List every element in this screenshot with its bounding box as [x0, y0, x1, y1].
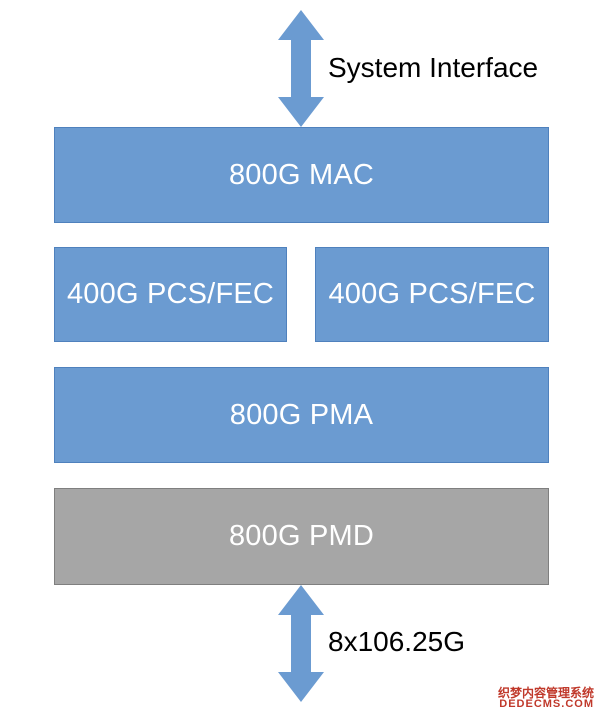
watermark-line-1: 织梦内容管理系统 — [497, 685, 594, 700]
mac-block: 800G MAC — [54, 127, 549, 223]
pcs-fec-block-left: 400G PCS/FEC — [54, 247, 287, 342]
pmd-block: 800G PMD — [54, 488, 549, 585]
lane-rate-label: 8x106.25G — [328, 626, 465, 657]
pma-block: 800G PMA — [54, 367, 549, 463]
system-interface-arrow — [278, 10, 324, 127]
watermark-line-2: DEDECMS.COM — [499, 698, 594, 711]
pcs-fec-block-right: 400G PCS/FEC — [315, 247, 549, 342]
system-interface-label: System Interface — [328, 52, 539, 83]
watermark: 织梦内容管理系统 DEDECMS.COM — [498, 687, 594, 711]
lane-rate-arrow — [278, 585, 324, 702]
